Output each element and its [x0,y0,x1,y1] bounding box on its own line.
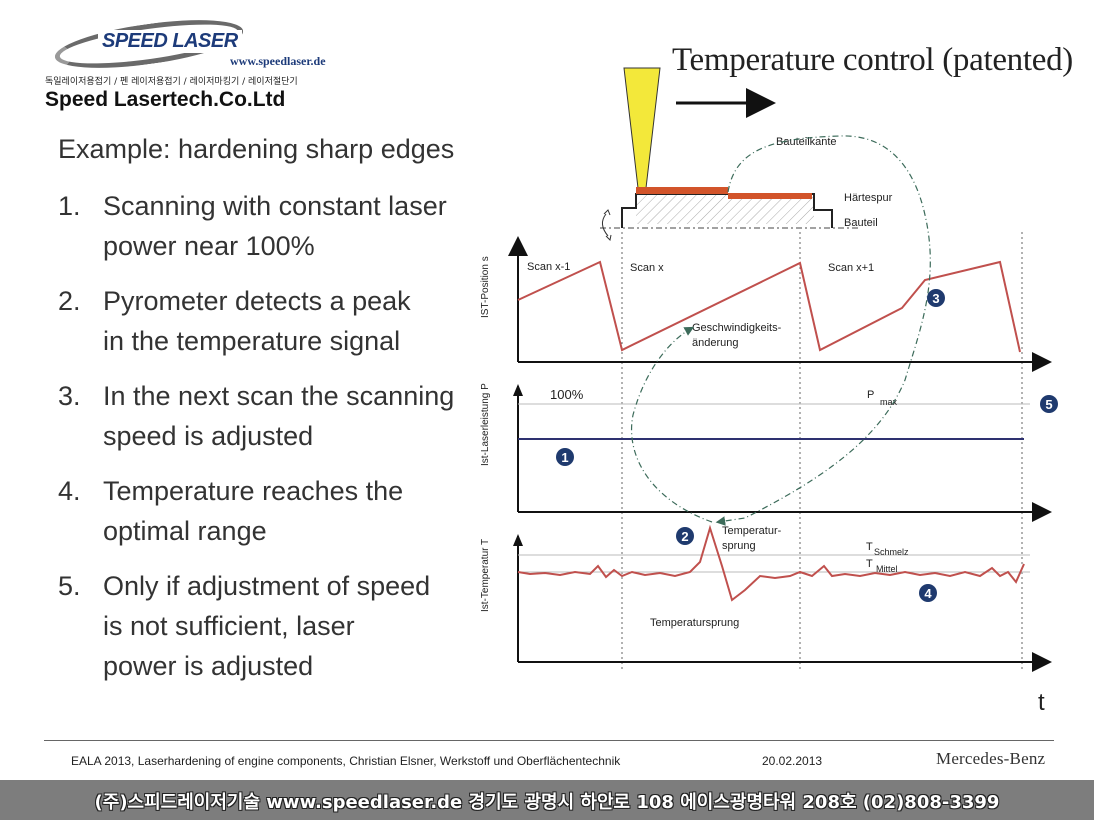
step-item: 4. Temperature reaches the optimal range [58,471,454,551]
svg-text:3: 3 [932,291,939,306]
label-pmax-sub: max [880,397,898,407]
temperature-control-diagram: Bauteilkante Härtespur Bauteil IST-Posit… [480,67,1058,716]
step-number: 3. [58,381,81,411]
footer-brand: Mercedes-Benz [936,749,1046,768]
axis-label-power: Ist-Laserleistung P [480,383,491,466]
step-item: 5. Only if adjustment of speed is not su… [58,566,454,686]
step-line: power near 100% [103,231,315,261]
time-guide-lines [621,232,1023,670]
step-number: 2. [58,286,81,316]
hardening-track-thin [728,193,812,199]
power-chart [513,384,1052,522]
temperature-curve [517,524,1025,602]
step-line: Only if adjustment of speed [103,571,431,601]
marker-3: 3 [927,289,945,307]
laser-beam-graphic [623,67,661,189]
contact-bar [0,780,1094,820]
marker-1: 1 [556,448,574,466]
step-line: Temperature reaches the [103,476,404,506]
label-tmittel: T [866,558,873,570]
logo-company-name: Speed Lasertech.Co.Ltd [45,88,286,111]
svg-text:4: 4 [924,586,932,601]
intro-text: Example: hardening sharp edges [58,134,455,164]
logo-brand-text: SPEED LASER [98,30,242,53]
step-line: power is adjusted [103,651,314,681]
step-line: optimal range [103,516,267,546]
label-scan-prev: Scan x-1 [527,261,570,273]
step-line: Scanning with constant laser [103,191,447,221]
marker-5: 5 [1040,395,1058,413]
label-temp-jump-2: sprung [722,540,756,552]
svg-text:5: 5 [1045,397,1052,412]
hardening-track-thick [636,187,728,194]
step-item: 3. In the next scan the scanning speed i… [58,376,454,456]
label-t-axis: t [1038,689,1045,716]
label-bauteilkante: Bauteilkante [776,136,837,148]
step-line: in the temperature signal [103,326,401,356]
footer-divider [44,740,1054,741]
axis-label-temperature: Ist-Temperatur T [480,539,491,612]
company-logo: SPEED LASER www.speedlaser.de 독일레이저용접기 /… [40,10,350,112]
label-haertespur: Härtespur [844,192,893,204]
steps-list: 1. Scanning with constant laser power ne… [58,186,454,701]
step-number: 4. [58,476,81,506]
position-chart [508,236,1052,372]
logo-korean-products: 독일레이저용접기 / 펜 레이저용접기 / 레이저마킹기 / 레이저절단기 [45,77,298,87]
label-temp-jump-1: Temperatur- [722,525,782,537]
label-tschmelz: T [866,541,873,553]
svg-text:1: 1 [561,450,568,465]
label-tschmelz-sub: Schmelz [874,547,909,557]
logo-url: www.speedlaser.de [230,54,326,68]
marker-2: 2 [676,527,694,545]
step-number: 1. [58,191,81,221]
step-item: 1. Scanning with constant laser power ne… [58,186,454,266]
contact-bar-text: (주)스피드레이저기술 www.speedlaser.de 경기도 광명시 하안… [94,792,1000,813]
label-power-100: 100% [550,387,584,402]
position-curve [517,260,1021,353]
step-line: In the next scan the scanning [103,381,455,411]
footer-date: 20.02.2013 [762,754,823,768]
label-tmittel-sub: Mittel [876,564,898,574]
workpiece-graphic [600,187,860,242]
label-speed-change-2: änderung [692,337,739,349]
slide-title: Temperature control (patented) [672,42,1073,78]
label-scan-cur: Scan x [630,262,664,274]
label-scan-next: Scan x+1 [828,262,874,274]
step-item: 2. Pyrometer detects a peak in the tempe… [58,281,454,361]
label-speed-change-1: Geschwindigkeits- [692,322,782,334]
step-line: Pyrometer detects a peak [103,286,411,316]
svg-text:2: 2 [681,529,688,544]
temperature-chart [513,524,1052,672]
step-line: speed is adjusted [103,421,314,451]
label-temp-jump-bottom: Temperatursprung [650,617,739,629]
marker-4: 4 [919,584,937,602]
control-flow-arrows [631,135,931,526]
axis-label-position: IST-Position s [480,256,491,318]
footer-citation: EALA 2013, Laserhardening of engine comp… [71,754,621,768]
label-bauteil: Bauteil [844,217,878,229]
label-pmax: P [867,389,874,401]
step-number: 5. [58,571,81,601]
step-line: is not sufficient, laser [103,611,355,641]
